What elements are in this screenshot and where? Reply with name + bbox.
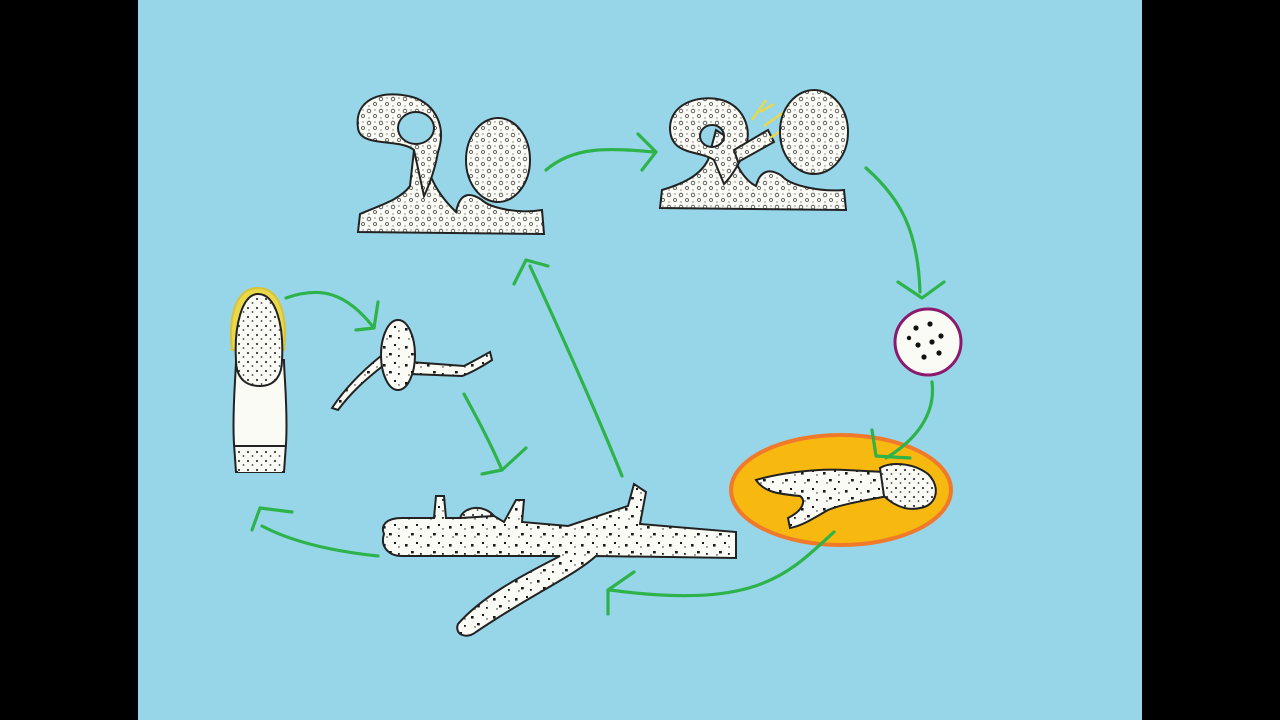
life-cycle-diagram <box>138 0 1142 720</box>
oospore-stage <box>895 309 961 375</box>
oogonium <box>466 118 530 202</box>
sporangium-stage <box>231 288 287 472</box>
spore-body <box>381 320 415 390</box>
germinating-oospore-stage <box>731 435 951 545</box>
sporangium-icon <box>231 288 287 472</box>
sporangium-body <box>236 294 283 386</box>
diagram-slide <box>138 0 1142 720</box>
diagram-background <box>138 0 1142 720</box>
oospore-wall <box>895 309 961 375</box>
basal-cell <box>238 450 282 472</box>
oogonium-2 <box>780 90 848 174</box>
oospore-icon <box>895 309 961 375</box>
